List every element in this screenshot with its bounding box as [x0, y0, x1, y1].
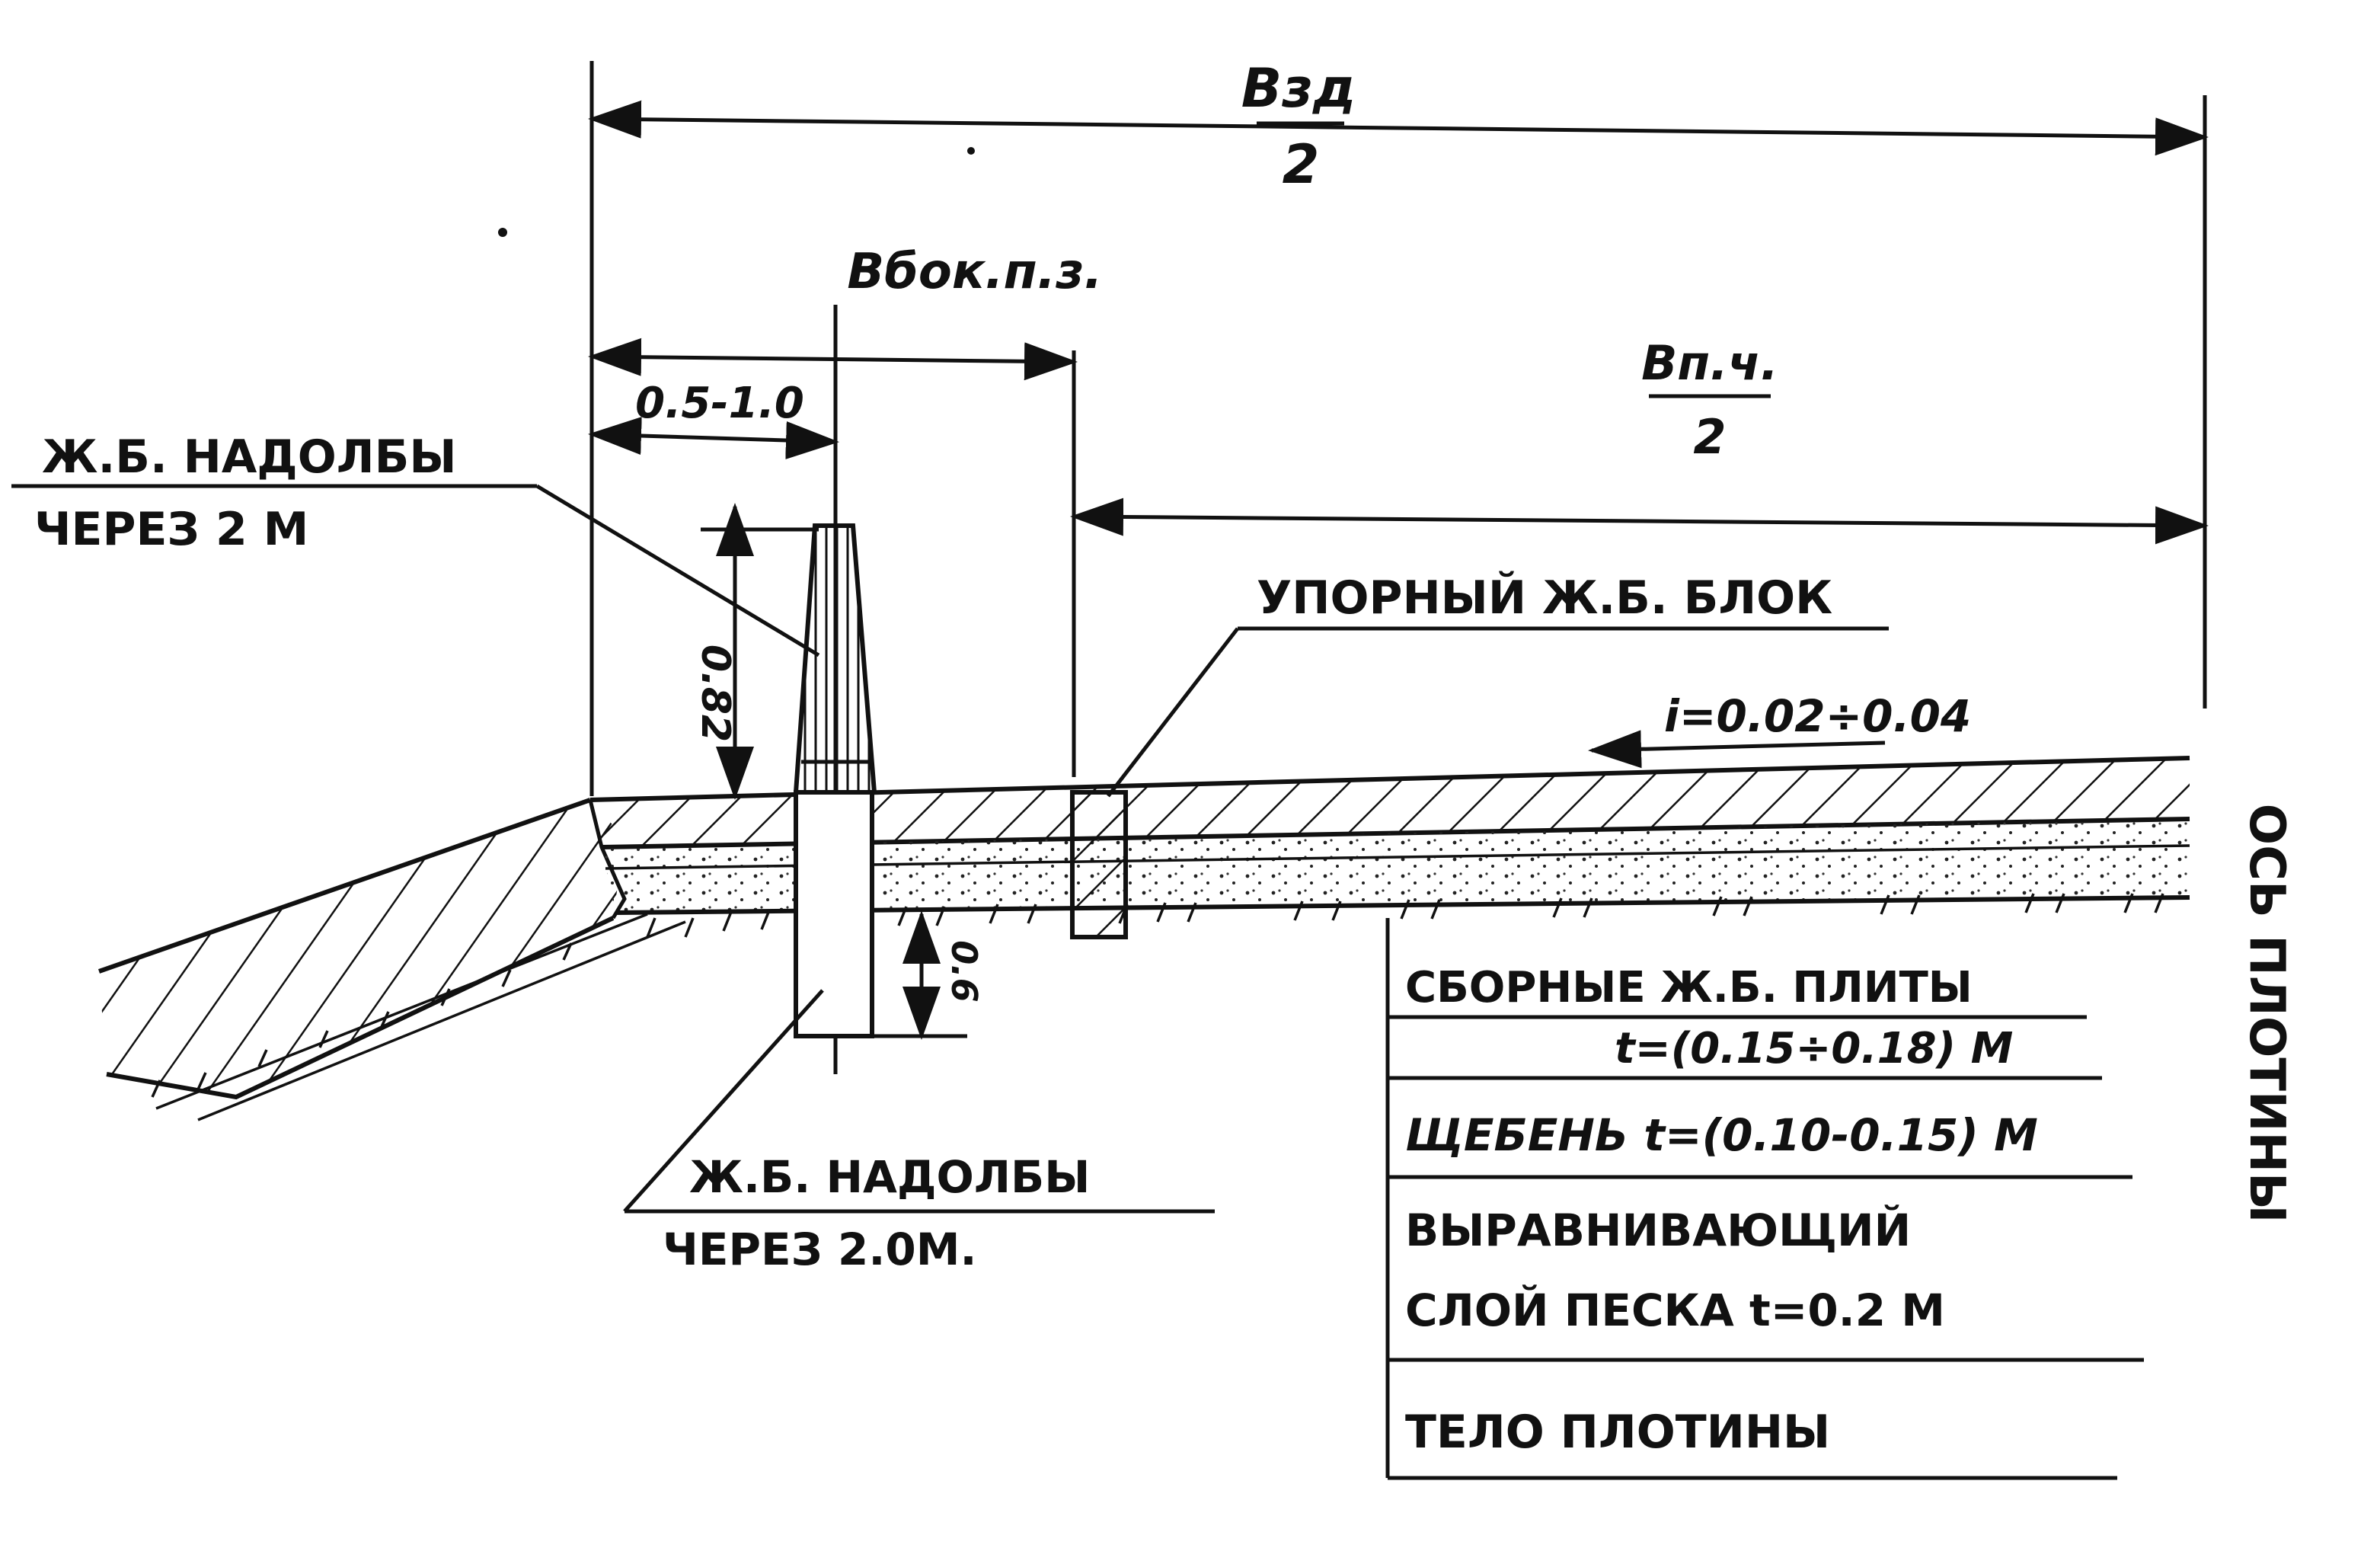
dimension-side-strip: Bбок.п.з.: [588, 244, 1103, 777]
base-layers: [602, 819, 2190, 915]
label-stop-block: УПОРНЫЙ Ж.Б. БЛОК: [1107, 570, 1889, 798]
stop-block: [1070, 790, 1128, 939]
label-posts-bottom: Ж.Б. НАДОЛБЫ ЧЕРЕЗ 2.0М.: [623, 989, 1215, 1275]
dim-post-height-label: 0.82: [692, 645, 738, 742]
concrete-post: [793, 523, 877, 1038]
layer-3-line2: СЛОЙ ПЕСКА t=0.2 М: [1405, 1284, 1945, 1336]
dim-carriageway-numerator: Bп.ч.: [1641, 335, 1778, 391]
dimension-half-carriageway: Bп.ч. 2: [1070, 335, 2209, 545]
dimension-half-width: Bзд 2: [588, 57, 2209, 796]
dimension-post-depth: 0.6: [872, 910, 985, 1040]
layer-3-line1: ВЫРАВНИВАЮЩИЙ: [1405, 1204, 1911, 1256]
slope-label: i=0.02÷0.04: [1664, 690, 1971, 742]
layer-1-line1: СБОРНЫЕ Ж.Б. ПЛИТЫ: [1405, 963, 1973, 1012]
label-posts-top: Ж.Б. НАДОЛБЫ ЧЕРЕЗ 2 М: [11, 430, 820, 657]
posts-bottom-line1: Ж.Б. НАДОЛБЫ: [689, 1151, 1090, 1203]
stop-block-label: УПОРНЫЙ Ж.Б. БЛОК: [1257, 570, 1832, 625]
dim-carriageway-denominator: 2: [1693, 409, 1726, 465]
posts-bottom-line2: ЧЕРЕЗ 2.0М.: [663, 1224, 977, 1275]
dam-axis-label: ОСЬ ПЛОТИНЫ: [2238, 804, 2295, 1224]
dim-post-depth-label: 0.6: [944, 940, 985, 1003]
dim-side-strip-label: Bбок.п.з.: [847, 244, 1102, 300]
label-slope: i=0.02÷0.04: [1588, 690, 1971, 769]
speck: [967, 147, 975, 155]
layer-2-line1: ЩЕБЕНЬ t=(0.10-0.15) М: [1405, 1109, 2038, 1161]
posts-top-line2: ЧЕРЕЗ 2 М: [34, 503, 308, 556]
speck: [498, 228, 507, 237]
embankment-slope: [98, 798, 686, 1121]
layer-4-line1: ТЕЛО ПЛОТИНЫ: [1405, 1406, 1830, 1459]
layer-1-line2: t=(0.15÷0.18) М: [1615, 1024, 2013, 1073]
dim-offset-label: 0.5-1.0: [635, 379, 804, 428]
layer-legend: СБОРНЫЕ Ж.Б. ПЛИТЫ t=(0.15÷0.18) М ЩЕБЕН…: [1385, 918, 2144, 1480]
posts-top-line1: Ж.Б. НАДОЛБЫ: [42, 430, 456, 484]
dimension-post-height: 0.82: [692, 503, 819, 800]
dim-half-width-denominator: 2: [1283, 133, 1320, 196]
dim-half-width-numerator: Bзд: [1241, 57, 1356, 120]
